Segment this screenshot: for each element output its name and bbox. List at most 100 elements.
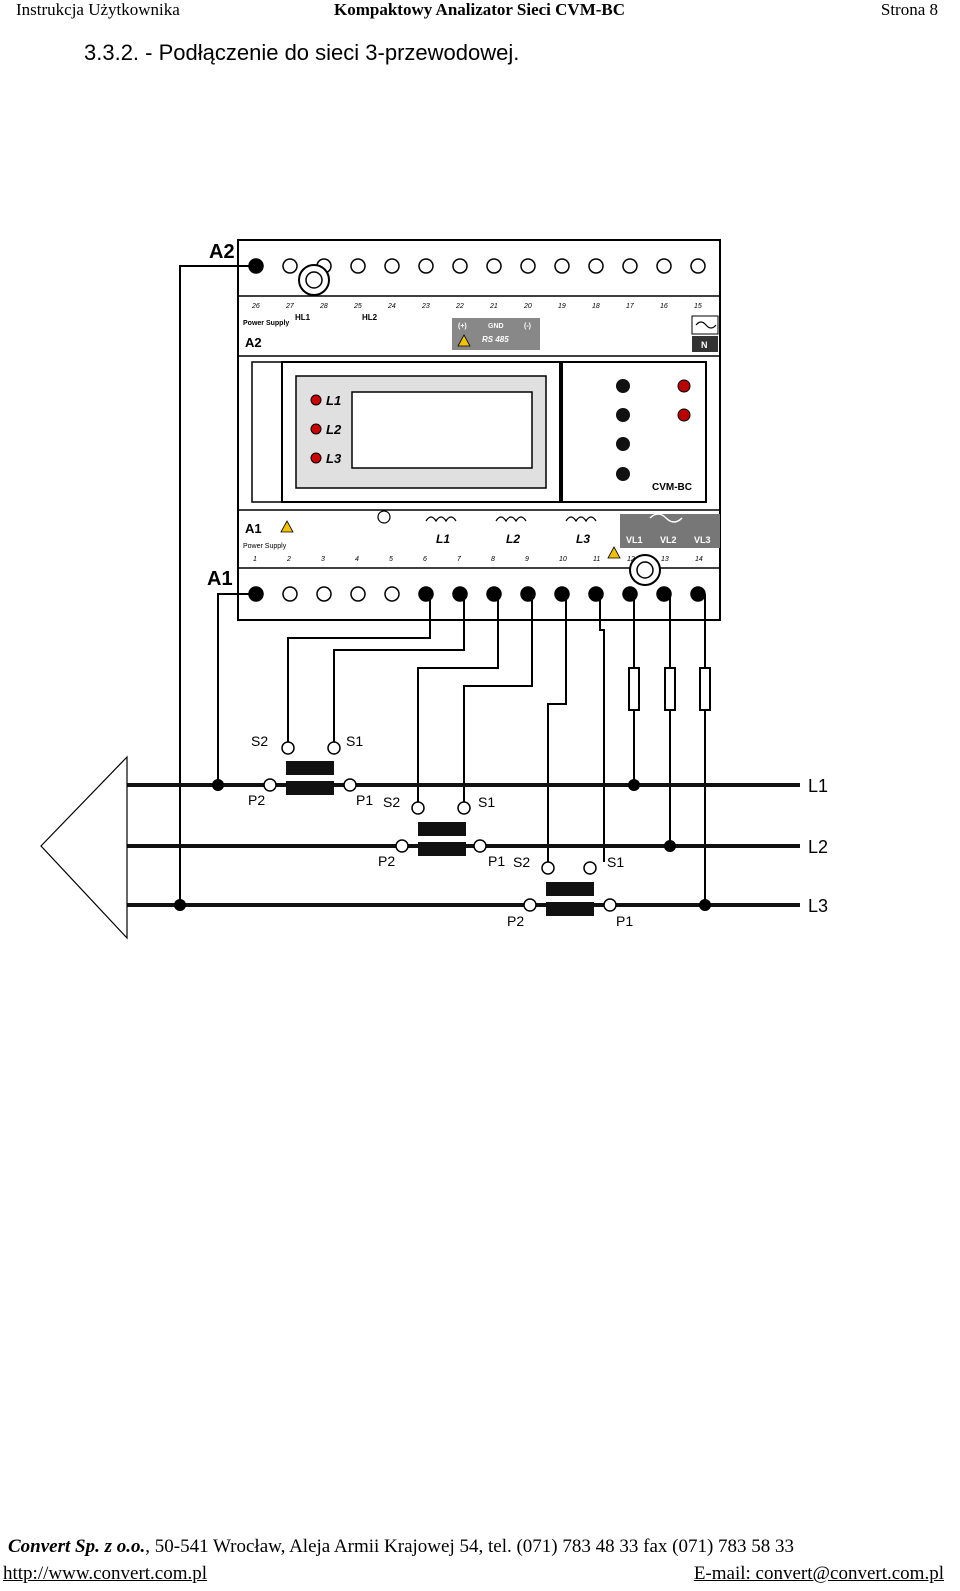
current-transformer-2 (395, 801, 487, 856)
bottom-terminal (656, 586, 672, 602)
header-device-name: Kompaktowy Analizator Sieci CVM-BC (334, 0, 626, 19)
wiring (179, 265, 706, 905)
top-terminal-number: 27 (285, 303, 295, 310)
line-l3-label: L3 (808, 896, 828, 916)
top-terminal (486, 258, 502, 274)
bottom-terminal (282, 586, 298, 602)
sine-wave-icon (695, 321, 717, 329)
ct2-s1-label: S1 (478, 794, 495, 810)
top-terminal-number: 18 (592, 303, 600, 310)
line-l1-label: L1 (808, 776, 828, 796)
bottom-terminal-number: 11 (593, 556, 600, 563)
rs485-label: RS 485 (482, 335, 509, 344)
top-terminal (384, 258, 400, 274)
bottom-terminal-number: 4 (355, 556, 359, 563)
relay-hl2-label: HL2 (362, 313, 378, 322)
ct3-p2-label: P2 (507, 913, 524, 929)
top-terminal-number: 16 (660, 303, 668, 310)
device-top-label: A2 (209, 241, 235, 263)
header-manual-title: Instrukcja Użytkownika (16, 0, 180, 19)
top-terminal (656, 258, 672, 274)
line-l2-label: L2 (808, 837, 828, 857)
ct3-s1-label: S1 (607, 854, 624, 870)
ct-input-l3-label: L3 (576, 532, 590, 546)
bottom-terminal-number: 10 (559, 556, 567, 563)
bottom-terminal-number: 3 (321, 556, 325, 563)
current-transformer-1 (263, 741, 357, 795)
top-terminal (622, 258, 638, 274)
power-supply-bottom-label: Power Supply (243, 543, 287, 550)
ct2-p1-label: P1 (488, 853, 505, 869)
footer-website-link[interactable]: http://www.convert.com.pl (3, 1563, 208, 1584)
top-terminal-number: 17 (626, 303, 635, 310)
footer-address: , 50-541 Wrocław, Aleja Armii Krajowej 5… (145, 1536, 795, 1557)
fuses (628, 667, 711, 711)
top-terminal-number: 19 (558, 303, 566, 310)
ct-input-coils (425, 516, 597, 523)
front-keys (616, 379, 691, 481)
top-terminal-number: 15 (694, 303, 702, 310)
bottom-terminal (316, 586, 332, 602)
bottom-terminal (690, 586, 706, 602)
ct1-s1-label: S1 (346, 733, 363, 749)
bottom-terminal-number: 9 (525, 556, 529, 563)
voltage-vl3-label: VL3 (694, 535, 711, 545)
ct-input-l2-label: L2 (506, 532, 520, 546)
voltage-vl1-label: VL1 (626, 535, 643, 545)
led-l3-label: L3 (326, 451, 342, 466)
page-header: Instrukcja Użytkownika Kompaktowy Analiz… (0, 0, 960, 22)
ct-input-l1-label: L1 (436, 532, 450, 546)
top-terminal (350, 258, 366, 274)
warning-icon (457, 334, 471, 347)
ct1-p1-label: P1 (356, 792, 373, 808)
bottom-terminal-number: 14 (695, 556, 703, 563)
ct1-p2-label: P2 (248, 792, 265, 808)
top-terminal (452, 258, 468, 274)
top-terminal-number: 26 (251, 303, 260, 310)
terminal-a2-label: A2 (245, 335, 262, 350)
warning-icon (607, 546, 621, 559)
footer-email-link[interactable]: E-mail: convert@convert.com.pl (693, 1563, 944, 1584)
footer-address-line: Convert Sp. z o.o., 50-541 Wrocław, Alej… (8, 1536, 960, 1558)
bottom-terminal-number: 1 (253, 556, 257, 563)
top-terminal-number: 20 (523, 303, 532, 310)
bottom-terminal-number: 5 (389, 556, 393, 563)
top-terminal-number: 22 (455, 303, 464, 310)
led-indicators (310, 394, 322, 464)
ct2-p2-label: P2 (378, 853, 395, 869)
source-triangle (40, 755, 128, 940)
top-terminal (520, 258, 536, 274)
ct3-p1-label: P1 (616, 913, 633, 929)
model-label: CVM-BC (652, 482, 692, 493)
top-terminal (690, 258, 706, 274)
bottom-terminal-number: 13 (661, 556, 669, 563)
top-terminal-number: 23 (421, 303, 430, 310)
ct2-s2-label: S2 (383, 794, 400, 810)
relay-hl1-label: HL1 (295, 313, 311, 322)
ct3-s2-label: S2 (513, 854, 530, 870)
junctions (174, 779, 711, 911)
terminal-a1-label: A1 (245, 521, 262, 536)
device-bottom-label: A1 (207, 568, 233, 590)
rs485-minus-label: (-) (524, 323, 531, 330)
bottom-terminal-number: 7 (457, 556, 462, 563)
footer-company: Convert Sp. z o.o. (8, 1536, 146, 1557)
rs485-gnd-label: GND (488, 323, 504, 330)
top-terminal (418, 258, 434, 274)
top-terminal (554, 258, 570, 274)
bottom-terminal (384, 586, 400, 602)
warning-icon (280, 520, 294, 533)
top-terminal (588, 258, 604, 274)
led-l1-label: L1 (326, 393, 341, 408)
header-page-number: Strona 8 (880, 0, 938, 19)
top-terminal-number: 21 (489, 303, 498, 310)
section-title: 3.3.2. - Podłączenie do sieci 3-przewodo… (84, 40, 520, 65)
bottom-terminal-number: 8 (491, 556, 495, 563)
rs485-plus-label: (+) (458, 323, 467, 330)
sine-wave-icon (649, 513, 683, 523)
bottom-terminal-number: 6 (423, 556, 427, 563)
top-terminal-number: 25 (353, 303, 362, 310)
